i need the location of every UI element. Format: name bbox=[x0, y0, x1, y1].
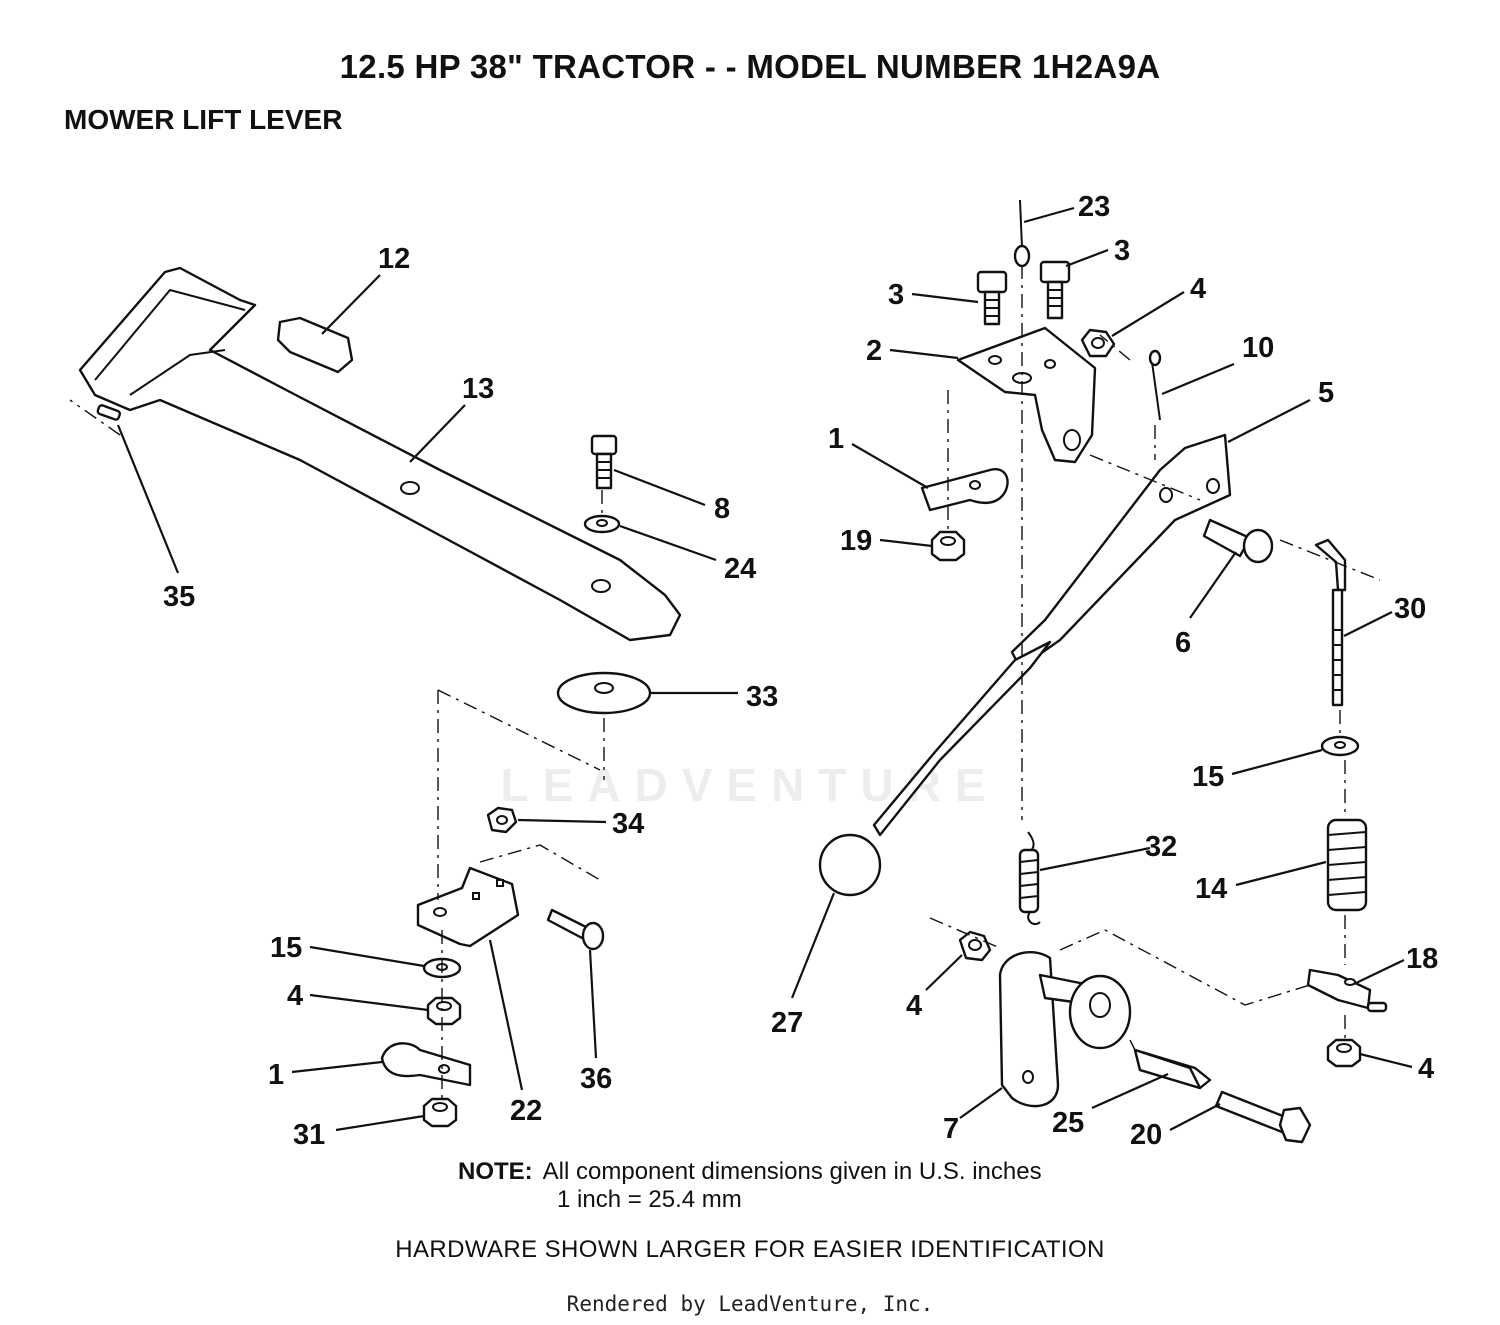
callout-20: 20 bbox=[1130, 1119, 1162, 1151]
callout-19: 19 bbox=[840, 525, 872, 557]
dimension-note: NOTE: All component dimensions given in U… bbox=[458, 1158, 1042, 1214]
callout-2: 2 bbox=[866, 335, 882, 367]
part-19-nut[interactable] bbox=[930, 530, 966, 562]
callout-13: 13 bbox=[462, 373, 494, 405]
callout-4-middle: 4 bbox=[906, 990, 922, 1022]
note-label: NOTE: bbox=[458, 1158, 533, 1185]
callout-35: 35 bbox=[163, 581, 195, 613]
callout-8: 8 bbox=[714, 493, 730, 525]
callout-3-left: 3 bbox=[888, 279, 904, 311]
part-18-pin[interactable] bbox=[1306, 968, 1388, 1013]
callout-22: 22 bbox=[510, 1095, 542, 1127]
part-35-pin[interactable] bbox=[96, 404, 122, 421]
part-3-bolt-right[interactable] bbox=[1039, 260, 1071, 320]
callout-24: 24 bbox=[724, 553, 756, 585]
callout-27: 27 bbox=[771, 1007, 803, 1039]
callout-1-left: 1 bbox=[268, 1059, 284, 1091]
part-36-carriage-bolt[interactable] bbox=[546, 908, 605, 951]
part-4-nut-middle[interactable] bbox=[958, 930, 992, 962]
note-line-1: All component dimensions given in U.S. i… bbox=[542, 1158, 1042, 1185]
part-31-nut[interactable] bbox=[422, 1097, 458, 1128]
part-33-large-washer[interactable] bbox=[556, 671, 652, 715]
part-7-pivot-plate[interactable] bbox=[998, 950, 1132, 1108]
part-1-clip[interactable] bbox=[380, 1042, 472, 1087]
hardware-note: HARDWARE SHOWN LARGER FOR EASIER IDENTIF… bbox=[395, 1236, 1105, 1263]
part-27-knob[interactable] bbox=[818, 833, 882, 897]
part-8-bolt[interactable] bbox=[590, 434, 618, 490]
callout-5: 5 bbox=[1318, 377, 1334, 409]
callout-15-left: 15 bbox=[270, 932, 302, 964]
callout-18: 18 bbox=[1406, 943, 1438, 975]
part-32-extension-spring[interactable] bbox=[1018, 831, 1041, 926]
section-title: MOWER LIFT LEVER bbox=[64, 104, 343, 135]
part-20-bolt[interactable] bbox=[1214, 1090, 1312, 1144]
callout-25: 25 bbox=[1052, 1107, 1084, 1139]
callout-4-left: 4 bbox=[287, 980, 303, 1012]
part-15-washer-right[interactable] bbox=[1320, 735, 1360, 757]
part-23-cotter-pin[interactable] bbox=[1013, 199, 1031, 268]
leader-lines bbox=[116, 206, 1413, 1132]
part-25-spacer[interactable] bbox=[1133, 1048, 1212, 1090]
callout-12: 12 bbox=[378, 243, 410, 275]
part-13-lever-plate[interactable] bbox=[78, 266, 682, 642]
part-10-cotter-pin[interactable] bbox=[1148, 349, 1162, 421]
callout-30: 30 bbox=[1394, 593, 1426, 625]
callout-32: 32 bbox=[1145, 831, 1177, 863]
part-24-washer[interactable] bbox=[583, 514, 621, 534]
callout-36: 36 bbox=[580, 1063, 612, 1095]
part-4-nut[interactable] bbox=[426, 996, 462, 1026]
rendered-by-credit: Rendered by LeadVenture, Inc. bbox=[566, 1292, 934, 1316]
part-4-nut-top[interactable] bbox=[1080, 328, 1116, 358]
callout-3-right: 3 bbox=[1114, 235, 1130, 267]
part-34-nut[interactable] bbox=[486, 806, 518, 834]
callout-4-top: 4 bbox=[1190, 273, 1206, 305]
callout-7: 7 bbox=[943, 1113, 959, 1145]
callout-34: 34 bbox=[612, 808, 644, 840]
callout-31: 31 bbox=[293, 1119, 325, 1151]
callout-14: 14 bbox=[1195, 873, 1227, 905]
callout-1-right: 1 bbox=[828, 423, 844, 455]
part-14-spring[interactable] bbox=[1326, 818, 1368, 912]
part-5-lift-lever[interactable] bbox=[872, 433, 1232, 837]
note-line-2: 1 inch = 25.4 mm bbox=[557, 1186, 742, 1213]
callout-4-bottom: 4 bbox=[1418, 1053, 1434, 1085]
callout-6: 6 bbox=[1175, 627, 1191, 659]
part-12-grip[interactable] bbox=[276, 316, 354, 374]
callout-15-right: 15 bbox=[1192, 761, 1224, 793]
part-4-nut-bottom[interactable] bbox=[1326, 1038, 1362, 1068]
part-22-bracket[interactable] bbox=[416, 866, 520, 948]
callout-23: 23 bbox=[1078, 191, 1110, 223]
part-2-bracket[interactable] bbox=[956, 326, 1097, 464]
part-3-bolt-left[interactable] bbox=[976, 270, 1008, 326]
part-1-clip-right[interactable] bbox=[920, 468, 1009, 512]
callout-33: 33 bbox=[746, 681, 778, 713]
diagram-title: 12.5 HP 38" TRACTOR - - MODEL NUMBER 1H2… bbox=[339, 48, 1161, 85]
part-6-shoulder-bolt[interactable] bbox=[1202, 518, 1274, 564]
callout-10: 10 bbox=[1242, 332, 1274, 364]
